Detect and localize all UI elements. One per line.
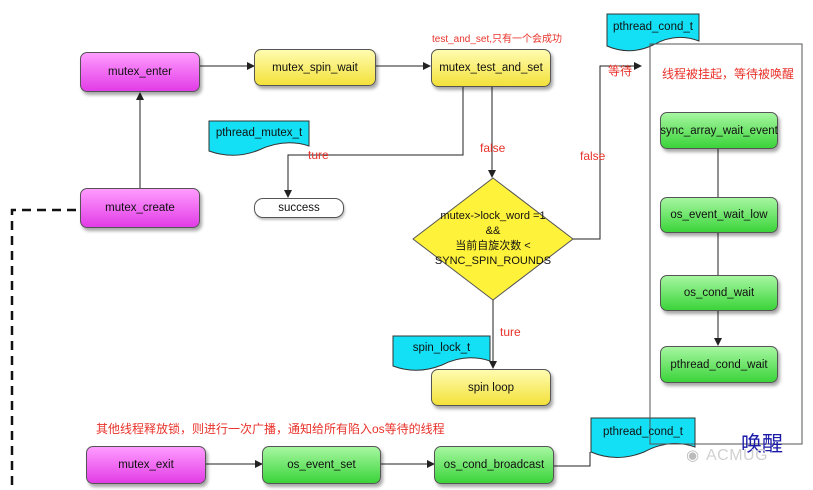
ture-label-success: ture bbox=[308, 148, 329, 162]
diamond-line-1: mutex->lock_word =1 bbox=[440, 210, 546, 222]
dashed-bracket bbox=[10, 208, 76, 490]
spin-loop-node: spin loop bbox=[431, 369, 551, 406]
os-cond-wait-node: os_cond_wait bbox=[660, 275, 778, 311]
broadcast-note: 其他线程释放锁，则进行一次广播，通知给所有陷入os等待的线程 bbox=[96, 422, 445, 436]
mutex-enter-node: mutex_enter bbox=[80, 52, 200, 92]
pthread-cond-t-top-tag-shape bbox=[606, 13, 700, 52]
ture-label-spin: ture bbox=[500, 325, 521, 339]
pthread-cond-t-bottom-tag-shape bbox=[590, 417, 696, 458]
false-label-diamond: false bbox=[480, 141, 506, 155]
pthread-mutex-t-tag-shape bbox=[208, 120, 310, 156]
pthread-cond-t-top-label: pthread_cond_t bbox=[613, 21, 693, 33]
suspended-label: 线程被挂起，等待被唤醒 bbox=[662, 67, 795, 81]
watermark-text: ACMUG bbox=[706, 447, 769, 464]
arrow-diamond-to-cond-wait bbox=[573, 62, 642, 240]
diamond-line-4: SYNC_SPIN_ROUNDS bbox=[434, 255, 552, 267]
diamond-line-2: && bbox=[485, 225, 501, 237]
sync-array-wait-event-node: sync_array_wait_event bbox=[660, 112, 778, 149]
spin-lock-t-label: spin_lock_t bbox=[412, 342, 471, 354]
false-label-wait: false bbox=[580, 149, 606, 163]
diamond-line-3: 当前自旋次数 < bbox=[455, 240, 531, 252]
mutex-create-node: mutex_create bbox=[80, 188, 200, 228]
mutex-exit-node: mutex_exit bbox=[86, 446, 206, 484]
test-and-set-note: test_and_set,只有一个会成功 bbox=[432, 34, 563, 45]
wait-label: 等待 bbox=[608, 64, 633, 78]
mutex-spin-wait-node: mutex_spin_wait bbox=[254, 49, 376, 86]
os-cond-broadcast-node: os_cond_broadcast bbox=[434, 446, 554, 484]
wait-lane-frame bbox=[649, 43, 803, 445]
pthread-cond-wait-node: pthread_cond_wait bbox=[660, 346, 778, 383]
diamond-condition-text: mutex->lock_word =1 && 当前自旋次数 < SYNC_SPI… bbox=[413, 209, 573, 269]
wake-label: 唤醒 bbox=[741, 433, 783, 456]
spin-lock-t-tag-shape bbox=[392, 335, 491, 371]
os-event-set-node: os_event_set bbox=[262, 446, 381, 484]
pthread-cond-t-bottom-label: pthread_cond_t bbox=[603, 426, 683, 438]
line-broadcast-to-cond-t bbox=[554, 452, 591, 467]
wechat-watermark-icon: ◉ bbox=[686, 447, 700, 464]
pthread-mutex-t-label: pthread_mutex_t bbox=[215, 127, 303, 139]
mutex-test-and-set-node: mutex_test_and_set bbox=[431, 49, 551, 87]
success-node: success bbox=[254, 198, 344, 218]
arrow-test-and-set-to-success bbox=[284, 87, 464, 198]
os-event-wait-low-node: os_event_wait_low bbox=[660, 197, 778, 233]
